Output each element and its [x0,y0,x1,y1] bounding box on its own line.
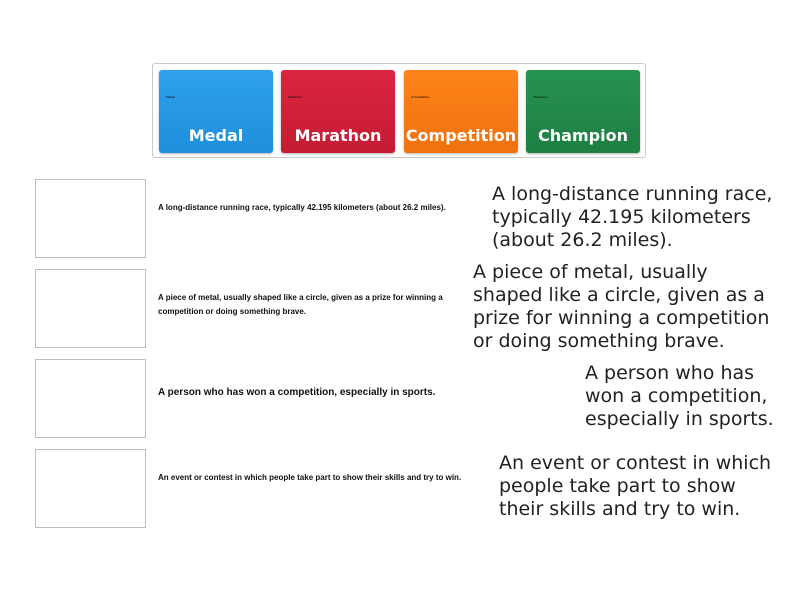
drop-zone-2[interactable] [35,269,146,348]
tile-label: Medal [188,126,244,145]
drop-zone-4[interactable] [35,449,146,528]
definition-image-3: A person who has won a competition, espe… [158,387,436,398]
definition-image-2: A piece of metal, usually shaped like a … [158,293,443,316]
definition-text-4: An event or contest in which people take… [499,452,772,520]
tile-mini-label: Champion [533,95,549,99]
tile-mini-label: Competition [411,95,430,99]
tile-mini-label: Medal [166,95,176,99]
drop-zone-3[interactable] [35,359,146,438]
definition-text-3: A person who has won a competition, espe… [585,362,774,430]
definition-text-2: A piece of metal, usually shaped like a … [473,261,770,352]
tile-label: Competition [405,126,517,145]
tile-label: Champion [538,126,628,145]
tile-medal[interactable]: Medal Medal [159,70,273,153]
definition-image-1: A long-distance running race, typically … [158,203,446,212]
tile-label: Marathon [294,126,382,145]
tile-marathon[interactable]: Marathon Marathon [281,70,395,153]
tile-mini-label: Marathon [288,95,303,99]
word-tray [152,63,646,158]
tile-competition[interactable]: Competition Competition [404,70,518,153]
definition-text-1: A long-distance running race, typically … [492,183,773,251]
tile-champion[interactable]: Champion Champion [526,70,640,153]
drop-zone-1[interactable] [35,179,146,258]
definition-image-4: An event or contest in which people take… [158,473,462,482]
